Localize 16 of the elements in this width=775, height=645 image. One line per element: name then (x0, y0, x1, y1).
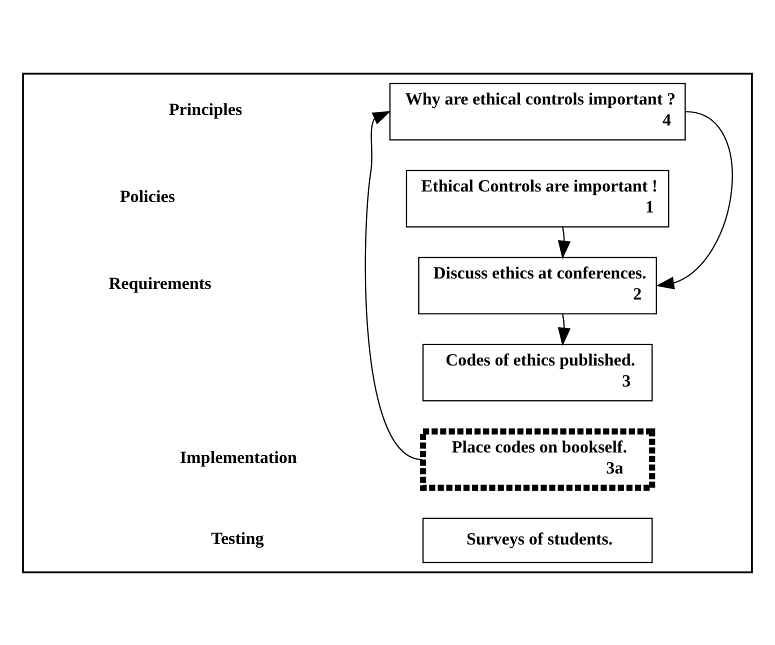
label: Requirements (108, 273, 212, 292)
arrow (364, 110, 423, 460)
label: Policies (120, 186, 176, 206)
label: Principles (168, 99, 242, 118)
arrow (558, 313, 571, 346)
node-box: Codes of ethics published. 3 (422, 343, 653, 401)
arrow (558, 226, 571, 259)
node-box: Surveys of students. (422, 517, 653, 563)
node-box: Discuss ethics at conferences. 2 (418, 256, 658, 314)
node-box: Ethical Controls are important ! 1 (406, 169, 670, 227)
label: Testing (211, 528, 264, 548)
label: Implementation (180, 447, 297, 466)
node-box: Why are ethical controls important ? 4 (389, 82, 686, 140)
cluster (22, 72, 753, 573)
node-box: Place codes on bookself. 3a (420, 428, 656, 490)
arrow (656, 110, 733, 289)
